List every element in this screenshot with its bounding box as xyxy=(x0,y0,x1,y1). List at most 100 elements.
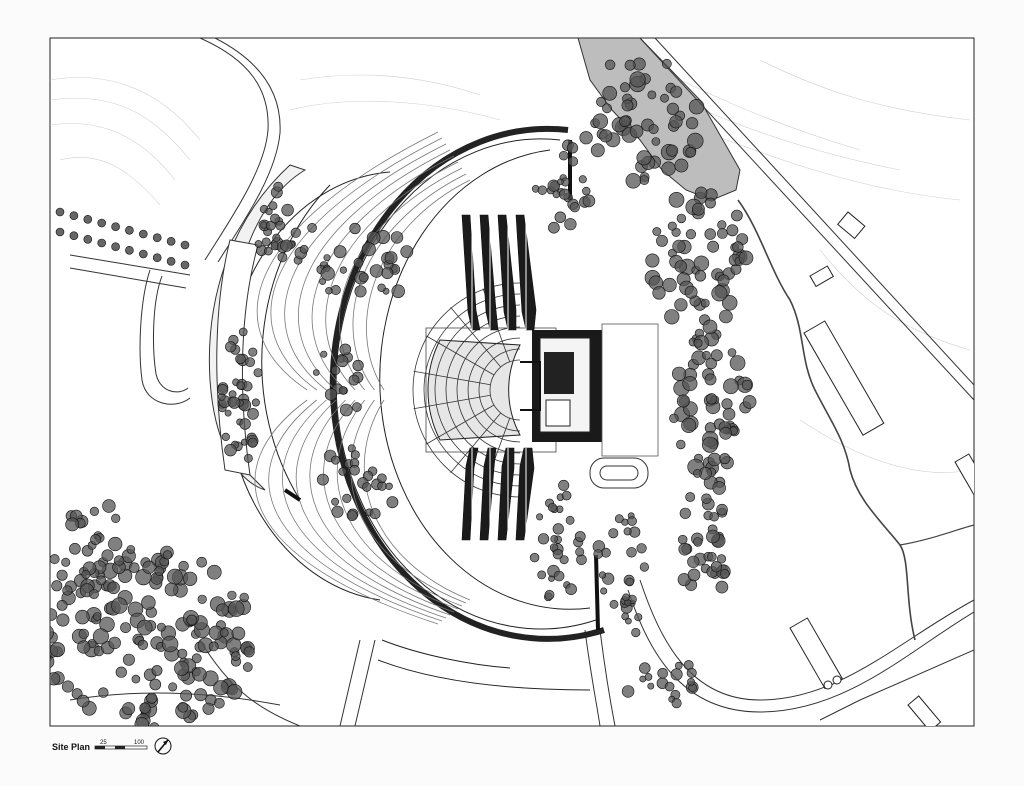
tree-canopy-icon xyxy=(685,117,699,130)
tree-canopy-icon xyxy=(732,241,744,253)
tree-canopy-icon xyxy=(719,309,733,324)
tree-canopy-icon xyxy=(664,309,680,325)
tree-canopy-icon xyxy=(384,251,398,265)
tree-canopy-icon xyxy=(400,245,414,258)
seating-aisle xyxy=(426,335,495,376)
tree-canopy-icon xyxy=(215,603,229,617)
tree-canopy-icon xyxy=(51,580,63,592)
tree-canopy-icon xyxy=(609,599,619,609)
tree-canopy-icon xyxy=(139,229,148,239)
tree-canopy-icon xyxy=(265,208,273,216)
tree-canopy-icon xyxy=(636,150,652,166)
tree-canopy-icon xyxy=(154,566,165,576)
tree-canopy-icon xyxy=(352,402,362,412)
terrace-step-south xyxy=(254,399,439,625)
tree-canopy-icon xyxy=(681,417,697,433)
tree-canopy-icon xyxy=(349,464,360,476)
tree-canopy-icon xyxy=(208,641,219,652)
tree-canopy-icon xyxy=(688,98,705,115)
north-arrow-icon xyxy=(154,737,172,755)
terrace-step-north xyxy=(256,131,439,391)
tree-canopy-icon xyxy=(177,648,188,659)
tree-canopy-icon xyxy=(89,589,99,599)
tree-canopy-icon xyxy=(69,211,79,220)
tree-canopy-icon xyxy=(331,455,341,465)
tree-canopy-icon xyxy=(693,469,702,478)
seating-pavilion xyxy=(412,282,557,498)
tree-canopy-icon xyxy=(671,366,687,381)
tree-canopy-icon xyxy=(544,590,555,600)
tree-canopy-icon xyxy=(619,115,631,128)
tree-canopy-icon xyxy=(350,450,360,460)
tree-canopy-icon xyxy=(719,568,730,579)
tree-canopy-icon xyxy=(678,542,692,556)
tree-canopy-icon xyxy=(312,369,320,376)
tree-canopy-icon xyxy=(674,260,687,273)
seating-aisle xyxy=(426,404,495,445)
tree-canopy-icon xyxy=(552,523,564,535)
tree-canopy-icon xyxy=(214,697,225,709)
tree-canopy-icon xyxy=(704,228,716,240)
tree-canopy-icon xyxy=(108,636,121,650)
tree-canopy-icon xyxy=(125,226,134,235)
tree-canopy-icon xyxy=(81,569,91,579)
tree-canopy-icon xyxy=(707,240,719,253)
tree-canopy-icon xyxy=(141,595,156,610)
tree-canopy-icon xyxy=(657,667,669,679)
tree-canopy-icon xyxy=(693,338,703,348)
tree-canopy-icon xyxy=(254,240,263,248)
tree-canopy-icon xyxy=(687,678,695,686)
tree-canopy-icon xyxy=(164,582,179,597)
tree-canopy-icon xyxy=(247,408,259,420)
tree-canopy-icon xyxy=(599,129,613,143)
tree-canopy-icon xyxy=(56,613,70,627)
tree-canopy-icon xyxy=(661,161,676,176)
tree-canopy-icon xyxy=(390,231,404,244)
tree-canopy-icon xyxy=(62,585,73,596)
tree-canopy-icon xyxy=(564,218,577,231)
tree-canopy-icon xyxy=(83,215,93,224)
caption-block: Site Plan 25 100 xyxy=(52,737,172,755)
tree-canopy-icon xyxy=(142,560,156,574)
tree-canopy-icon xyxy=(550,535,559,543)
seating-row xyxy=(423,293,521,487)
tree-canopy-icon xyxy=(239,418,251,430)
tree-canopy-icon xyxy=(221,432,230,442)
tree-canopy-icon xyxy=(582,186,591,196)
tree-canopy-icon xyxy=(710,561,723,573)
tree-canopy-icon xyxy=(705,357,717,370)
tree-canopy-icon xyxy=(156,622,166,632)
tree-canopy-icon xyxy=(243,662,253,672)
lawn-terraces xyxy=(254,131,471,625)
tree-canopy-icon xyxy=(152,233,162,242)
tree-canopy-icon xyxy=(631,627,641,638)
tree-canopy-icon xyxy=(89,506,99,517)
tree-canopy-icon xyxy=(719,453,731,465)
tree-canopy-icon xyxy=(566,142,579,154)
pavilion-wing-roof xyxy=(461,214,481,331)
terrace-step-north xyxy=(325,161,459,391)
tree-canopy-icon xyxy=(625,577,635,587)
tree-canopy-icon xyxy=(253,368,263,378)
tree-canopy-icon xyxy=(235,353,246,365)
tree-canopy-icon xyxy=(251,398,260,407)
tree-canopy-icon xyxy=(741,379,753,391)
tree-canopy-icon xyxy=(245,357,255,367)
tree-canopy-icon xyxy=(38,622,48,632)
tree-canopy-icon xyxy=(166,256,176,266)
tree-canopy-icon xyxy=(134,717,149,726)
tree-canopy-icon xyxy=(115,666,127,678)
tree-canopy-icon xyxy=(107,581,120,595)
silo xyxy=(823,680,833,690)
tree-canopy-icon xyxy=(576,554,587,566)
tree-canopy-icon xyxy=(166,237,176,246)
tree-canopy-icon xyxy=(552,548,564,560)
tree-canopy-icon xyxy=(228,396,241,409)
seating-aisle xyxy=(450,412,502,473)
seating-row xyxy=(434,304,521,476)
tree-canopy-icon xyxy=(219,628,229,638)
tree-canopy-icon xyxy=(629,71,646,88)
terrace-step-south xyxy=(309,399,455,613)
terrace-step-south xyxy=(268,399,443,622)
